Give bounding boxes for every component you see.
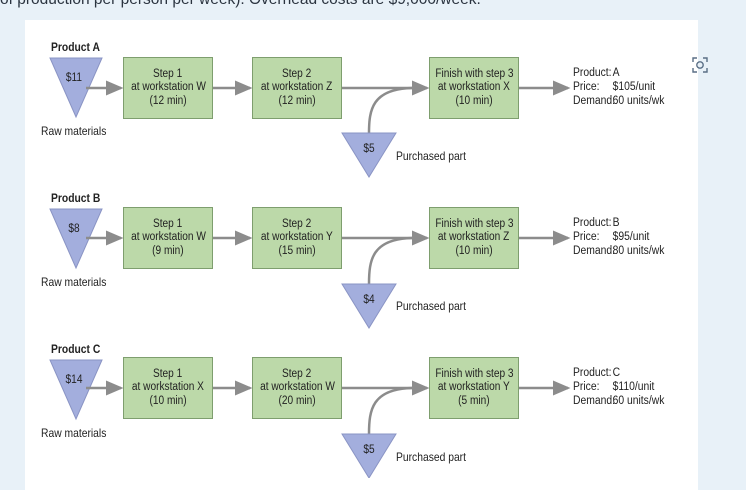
- raw-materials-price: $14: [65, 374, 83, 386]
- expand-icon[interactable]: [691, 56, 709, 74]
- purchased-part-price: $5: [363, 143, 375, 155]
- raw-materials-price: $11: [65, 72, 83, 84]
- row-b-graphics: [49, 208, 571, 329]
- raw-materials-label: Raw materials: [41, 275, 107, 289]
- purchased-part-price: $5: [363, 444, 375, 456]
- purchased-part-label: Purchased part: [396, 450, 466, 464]
- purchased-part-triangle: [341, 433, 397, 478]
- row-a-graphics: [49, 57, 571, 178]
- raw-materials-price: $8: [68, 223, 80, 235]
- purchased-part-triangle: [341, 132, 397, 178]
- purchased-part-label: Purchased part: [396, 149, 466, 163]
- purchased-part-curve: [367, 86, 413, 134]
- raw-materials-triangle: [49, 359, 103, 421]
- raw-materials-label: Raw materials: [41, 426, 107, 440]
- product-title: Product A: [51, 40, 100, 54]
- purchased-part-curve: [367, 386, 413, 435]
- flow-arrows: [49, 57, 571, 478]
- row-c-graphics: [49, 359, 571, 478]
- purchased-part-price: $4: [363, 294, 375, 306]
- product-title: Product B: [51, 191, 101, 205]
- product-info: Product:B Price:$95/unit Demand:80 units…: [573, 217, 665, 257]
- purchased-part-triangle: [341, 283, 397, 329]
- purchased-part-curve: [367, 236, 413, 285]
- raw-materials-label: Raw materials: [41, 124, 107, 138]
- product-title: Product C: [51, 342, 101, 356]
- product-info: Product:A Price:$105/unit Demand:60 unit…: [573, 67, 665, 107]
- purchased-part-label: Purchased part: [396, 299, 466, 313]
- product-info: Product:C Price:$110/unit Demand:60 unit…: [573, 367, 665, 407]
- header-text: of production per person per week). Over…: [0, 0, 746, 13]
